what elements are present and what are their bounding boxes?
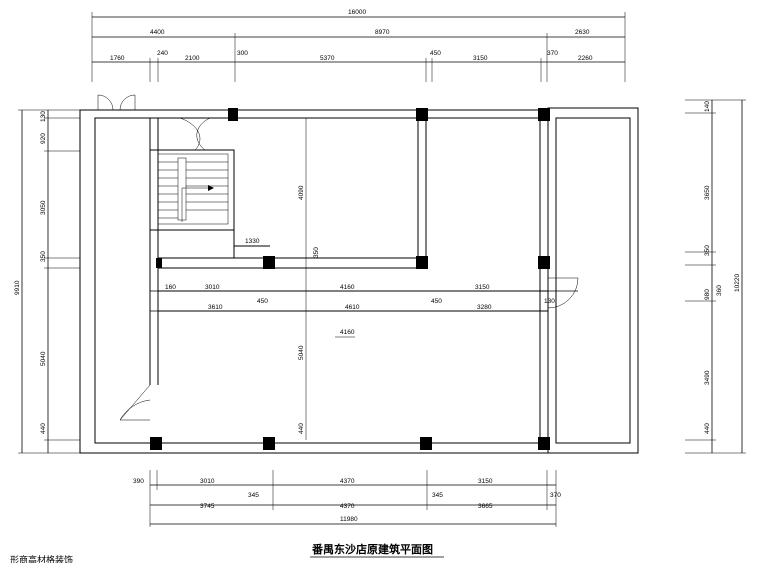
top-row3-dim: 2100 [185,55,200,62]
interior-dim: 3010 [205,284,220,291]
bottom-overall-dim: 11980 [340,516,358,523]
top-row3-dim: 240 [157,50,168,57]
interior-dim: 3280 [477,304,492,311]
top-row2-dim: 4400 [150,29,165,36]
top-row3-dim: 450 [430,50,441,57]
left-overall-dim: 9910 [14,280,21,295]
right-dim: 140 [704,101,711,112]
top-row3-dim: 300 [237,50,248,57]
left-dim: 130 [40,111,47,122]
right-dimension-chains: 10220 140 3650 350 980 360 3490 440 [685,99,746,454]
interior-dim: 4610 [345,304,360,311]
left-dimension-chains: 9910 130 920 3050 350 5040 440 [14,109,80,454]
bottom-row2-dim: 370 [550,492,561,499]
bottom-row1-dim: 4370 [340,478,355,485]
right-dim: 3490 [704,370,711,385]
left-dim: 5040 [40,351,47,366]
interior-dim: 4090 [298,185,305,200]
bottom-row1-dim: 3150 [478,478,493,485]
left-dim: 440 [40,423,47,434]
top-row2-dim: 8970 [375,29,390,36]
bottom-row1-dim: 3010 [200,478,215,485]
interior-dim: 160 [165,284,176,291]
left-dim: 350 [40,251,47,262]
drawing-title: 番禺东沙店原建筑平面图 [311,542,433,556]
left-dim: 920 [40,133,47,144]
bottom-row2-dim: 345 [432,492,443,499]
bottom-dimension-chains: 390 3010 4370 3150 3745 345 4370 345 366… [133,470,561,527]
interior-dim: 5040 [298,345,305,360]
interior-dim: 4160 [340,284,355,291]
columns [150,108,550,450]
bottom-row2-dim: 4370 [340,503,355,510]
top-dimension-chains: 16000 4400 8970 2630 1760 240 2100 300 5… [91,9,626,82]
left-dim: 3050 [40,200,47,215]
interior-dim: 4160 [340,329,355,336]
interior-dimensions: 1330 350 4090 5040 440 160 3010 4160 315… [150,118,578,440]
right-dim: 980 [704,289,711,300]
interior-dim: 3610 [208,304,223,311]
corner-label: 形商高材格装饰 [10,554,73,563]
right-dim: 360 [716,285,723,296]
bottom-row2-dim: 3745 [200,503,215,510]
right-overall-dim: 10220 [734,274,741,292]
top-row3-dim: 370 [547,50,558,57]
interior-dim: 450 [431,298,442,305]
top-row3-dim: 3150 [473,55,488,62]
interior-dim: 130 [544,298,555,305]
interior-dim: 450 [257,298,268,305]
top-row3-dim: 2260 [578,55,593,62]
bottom-row2-dim: 345 [248,492,259,499]
top-row3-dim: 1760 [110,55,125,62]
interior-dim: 350 [313,247,320,258]
right-dim: 350 [704,245,711,256]
right-dim: 440 [704,423,711,434]
building-walls [79,107,639,454]
right-dim: 3650 [704,185,711,200]
top-overall-dim: 16000 [348,9,366,16]
top-row2-dim: 2630 [575,29,590,36]
interior-dim: 3150 [475,284,490,291]
interior-dim: 1330 [245,238,260,245]
interior-dim: 440 [298,423,305,434]
doors [97,94,579,421]
bottom-row1-dim: 390 [133,478,144,485]
staircase [157,153,229,225]
top-row3-dim: 5370 [320,55,335,62]
bottom-row2-dim: 3665 [478,503,493,510]
